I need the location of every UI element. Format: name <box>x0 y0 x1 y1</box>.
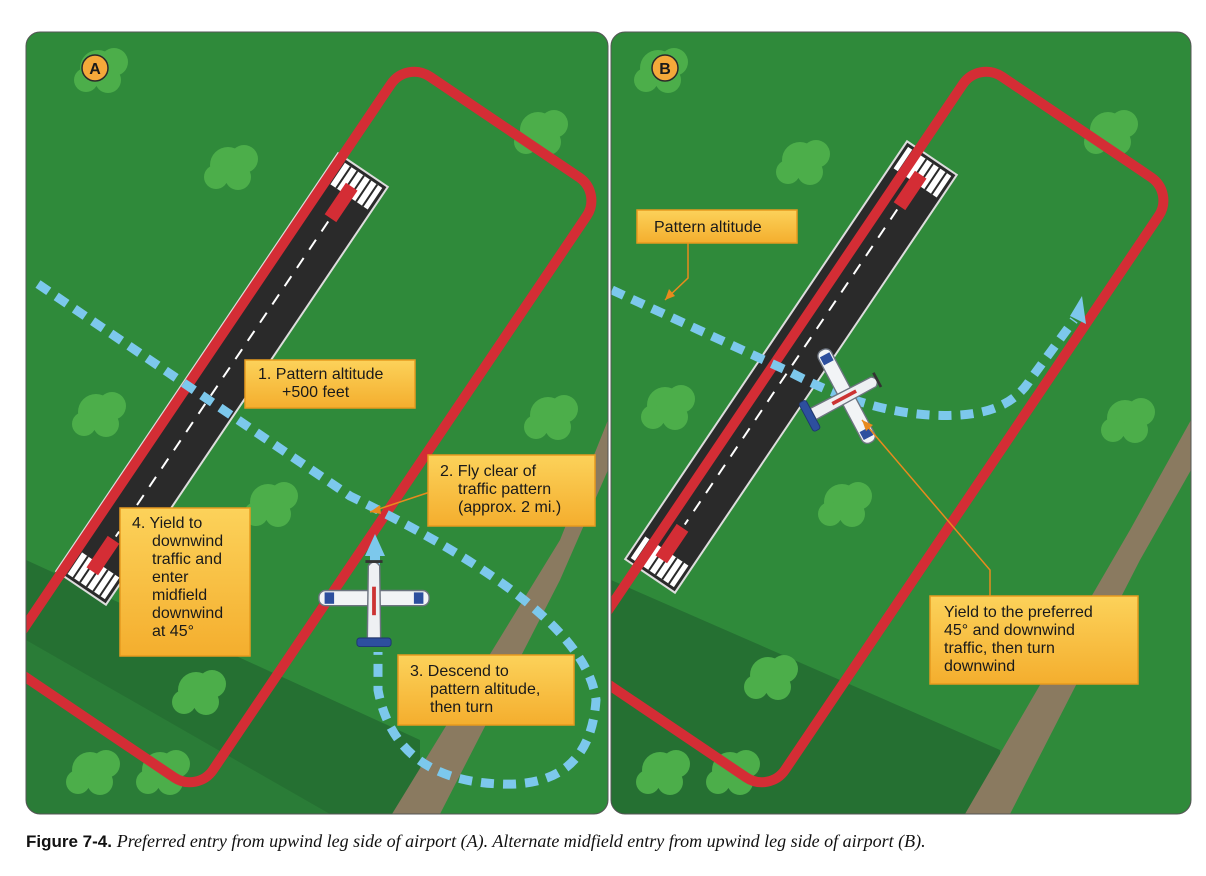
callout-4-line: midfield <box>152 587 207 604</box>
figure-caption: Figure 7-4. Preferred entry from upwind … <box>26 831 1196 852</box>
callout-yield-line: Yield to the preferred <box>944 604 1093 621</box>
svg-text:3. Descend to pattern al: 3. Descend to pattern altitude, then tur… <box>410 663 545 716</box>
callout-2-line: traffic pattern <box>458 481 551 498</box>
callout-yield: Yield to the preferred 45° and downwind … <box>929 595 1139 685</box>
direction-arrow-icon <box>1070 296 1086 324</box>
panel-a-frame <box>25 31 609 815</box>
callout-4-line: traffic and <box>152 551 222 568</box>
callout-3-line: 3. Descend to <box>410 663 509 680</box>
traffic-pattern <box>26 66 597 788</box>
callout-yield-line: downwind <box>944 658 1015 675</box>
caption-label: Figure 7-4. <box>26 832 112 851</box>
panel-b-frame <box>610 31 1192 815</box>
callout-3-line: then turn <box>430 699 493 716</box>
panel-b <box>611 32 1191 814</box>
leader-line <box>861 419 991 596</box>
badge-a-label: A <box>89 61 101 78</box>
svg-text:4. Yield to downwind: 4. Yield to downwind traffic and enter m… <box>132 515 228 640</box>
callout-yield-line: traffic, then turn <box>944 640 1055 657</box>
callout-2-line: (approx. 2 mi.) <box>458 499 561 516</box>
callout-2: 2. Fly clear of traffic pattern (approx.… <box>427 454 596 527</box>
direction-arrow-icon <box>365 534 385 566</box>
svg-text:2. Fly clear of traffic: 2. Fly clear of traffic pattern (approx.… <box>440 463 561 516</box>
entry-flight-path <box>35 280 601 789</box>
callout-4-line: 4. Yield to <box>132 515 202 532</box>
arrowhead-icon <box>862 420 873 431</box>
entry-flight-path <box>611 285 1078 420</box>
callout-1: 1. Pattern altitude +500 feet <box>244 359 416 409</box>
arrowhead-icon <box>665 289 675 300</box>
badge-b: B <box>651 54 679 82</box>
callout-4-line: downwind <box>152 533 223 550</box>
callout-1-line: 1. Pattern altitude <box>258 366 384 383</box>
callout-3: 3. Descend to pattern altitude, then tur… <box>397 654 575 726</box>
panel-a <box>26 32 608 814</box>
callout-pattern-altitude: Pattern altitude <box>636 209 798 244</box>
callout-pattern-altitude-text: Pattern altitude <box>654 219 762 236</box>
callout-4: 4. Yield to downwind traffic and enter m… <box>119 507 251 657</box>
callout-yield-line: 45° and downwind <box>944 622 1075 639</box>
arrowhead-icon <box>370 505 381 514</box>
badge-b-label: B <box>659 61 671 78</box>
runway <box>54 151 390 607</box>
badge-a: A <box>81 54 109 82</box>
svg-text:Yield to the preferred 4: Yield to the preferred 45° and downwind … <box>944 604 1097 675</box>
caption-text: Preferred entry from upwind leg side of … <box>116 831 926 851</box>
callout-4-line: enter <box>152 569 189 586</box>
callout-4-line: downwind <box>152 605 223 622</box>
callout-3-line: pattern altitude, <box>430 681 540 698</box>
svg-text:1. Pattern altitude +500: 1. Pattern altitude +500 feet <box>258 366 388 401</box>
leader-line <box>664 243 689 301</box>
callout-2-line: 2. Fly clear of <box>440 463 537 480</box>
callout-1-line: +500 feet <box>282 384 350 401</box>
callout-4-line: at 45° <box>152 623 194 640</box>
